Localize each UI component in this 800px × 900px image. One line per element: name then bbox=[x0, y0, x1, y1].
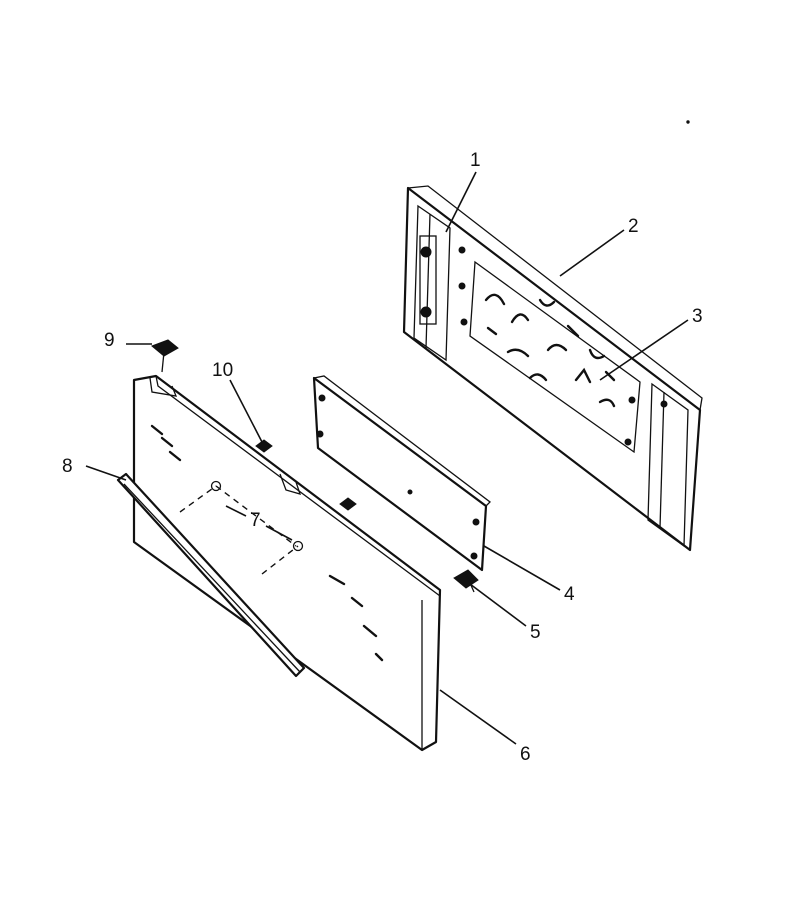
callout-8: 8 bbox=[62, 456, 73, 477]
callout-4: 4 bbox=[564, 584, 575, 605]
callout-7: 7 bbox=[250, 510, 261, 531]
screw-10 bbox=[255, 439, 273, 453]
callout-2: 2 bbox=[628, 216, 639, 237]
outer-door-panel bbox=[116, 339, 442, 752]
callout-3: 3 bbox=[692, 306, 703, 327]
callout-9: 9 bbox=[104, 330, 115, 351]
window-pack bbox=[312, 375, 491, 572]
callout-10: 10 bbox=[212, 360, 233, 381]
callout-5: 5 bbox=[530, 622, 541, 643]
insulation bbox=[484, 293, 616, 408]
callout-6: 6 bbox=[520, 744, 531, 765]
inner-door-panel bbox=[402, 185, 703, 552]
screw-9 bbox=[151, 339, 179, 373]
screw-5 bbox=[453, 569, 479, 593]
leader-lines bbox=[85, 171, 689, 745]
callout-1: 1 bbox=[470, 150, 481, 171]
callout-labels: 1 2 3 4 5 6 7 8 9 10 bbox=[62, 150, 703, 765]
door-handle bbox=[116, 472, 306, 678]
hinge-bracket bbox=[419, 235, 437, 325]
